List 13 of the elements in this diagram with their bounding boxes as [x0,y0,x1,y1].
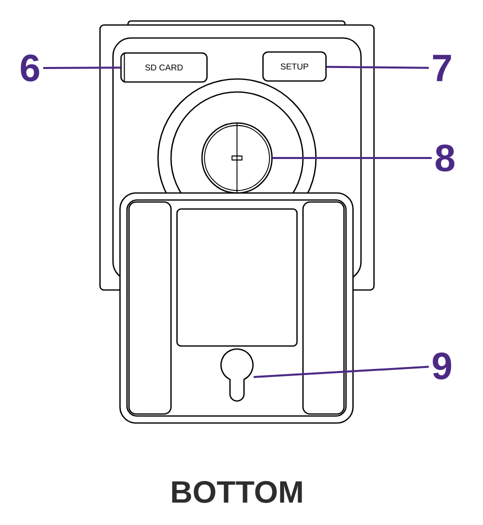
keyhole [220,348,254,402]
title: BOTTOM [172,481,302,503]
callout-number: 7 [433,54,451,82]
button: SETUP [262,51,327,82]
callout-number: 8 [436,144,454,172]
leader-line [254,366,429,378]
leader-line [43,66,120,69]
leader-line [272,157,432,159]
callout-number: 9 [432,352,452,380]
leader-line [326,66,429,69]
callout-number: 6 [20,54,40,82]
lens-button [201,122,273,194]
button: SD CARD [120,52,208,84]
